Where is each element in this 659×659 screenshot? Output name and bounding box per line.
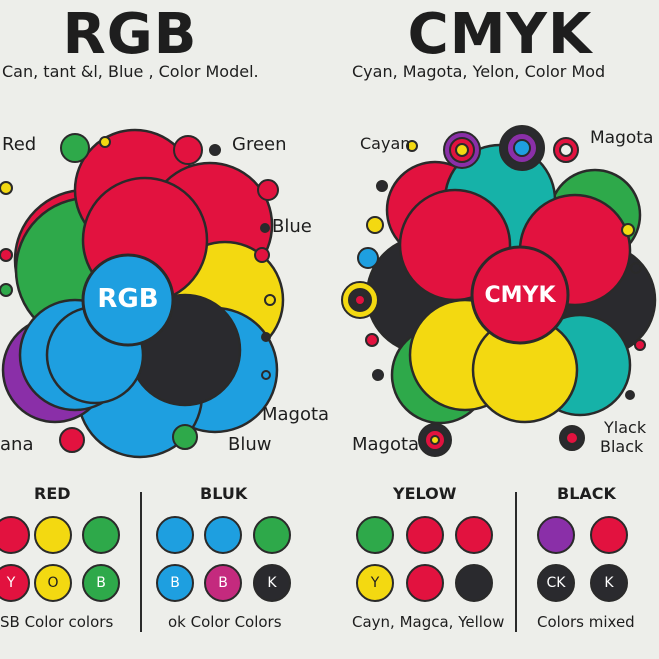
legend-swatch: K <box>253 564 291 602</box>
rgb-label-bluw: Bluw <box>228 434 272 455</box>
legend-swatch <box>590 516 628 554</box>
cmyk-label-magota-top: Magota <box>590 128 654 148</box>
rgb-subtitle: Can, tant &l, Blue , Color Model. <box>2 62 259 81</box>
rgb-label-ana: ana <box>0 434 34 455</box>
rgb-label-magota: Magota <box>262 404 330 425</box>
rgb-label-blue: Blue <box>272 216 312 237</box>
cmyk-title: CMYK <box>407 2 593 67</box>
legend-swatch <box>455 516 493 554</box>
legend-swatch <box>0 516 30 554</box>
rgb-center-circle <box>81 253 175 347</box>
rgb-center-label: RGB <box>97 284 159 314</box>
legend-swatch: O <box>34 564 72 602</box>
cmyk-label-cayan: Cayan <box>360 134 411 153</box>
legend-divider-right <box>515 492 517 632</box>
cmyk-center-circle <box>470 245 570 345</box>
legend-swatch <box>253 516 291 554</box>
cmyk-cluster <box>365 143 657 425</box>
legend-heading-black: BLACK <box>557 484 616 503</box>
legend-swatch: B <box>82 564 120 602</box>
cmyk-center-label: CMYK <box>484 283 556 308</box>
rgb-label-red: Red <box>2 134 37 155</box>
legend-swatch <box>156 516 194 554</box>
legend-divider-left <box>140 492 142 632</box>
legend-swatch <box>455 564 493 602</box>
legend-swatch: CK <box>537 564 575 602</box>
cmyk-label-ylack: Ylack <box>604 418 647 437</box>
cmyk-decorative-dots <box>341 125 646 457</box>
legend-swatch <box>356 516 394 554</box>
legend-swatch <box>82 516 120 554</box>
legend-swatch <box>537 516 575 554</box>
legend-heading-bluk: BLUK <box>200 484 248 503</box>
legend-swatch: B <box>204 564 242 602</box>
legend-swatch: B <box>156 564 194 602</box>
legend-footer-cmy: Cayn, Magca, Yellow <box>352 613 505 631</box>
legend-footer-mixed: Colors mixed <box>537 613 635 631</box>
legend-swatch: Y <box>356 564 394 602</box>
legend-swatch <box>34 516 72 554</box>
cmyk-label-magota-bottom: Magota <box>352 434 420 455</box>
legend-heading-red: RED <box>34 484 71 503</box>
legend-swatch <box>406 516 444 554</box>
rgb-decorative-dots <box>0 133 279 453</box>
cmyk-label-black: Black <box>600 437 644 456</box>
legend-footer-color-colors: ok Color Colors <box>168 613 282 631</box>
legend-swatch <box>204 516 242 554</box>
legend-swatch: Y <box>0 564 30 602</box>
legend-swatch: K <box>590 564 628 602</box>
rgb-label-green: Green <box>232 134 287 155</box>
rgb-title: RGB <box>62 2 198 67</box>
legend-footer-rgb-colors: SB Color colors <box>0 613 114 631</box>
legend-swatch <box>406 564 444 602</box>
legend-heading-yelow: YELOW <box>393 484 457 503</box>
cmyk-subtitle: Cyan, Magota, Yelon, Color Mod <box>352 62 606 81</box>
rgb-cluster <box>1 128 285 459</box>
